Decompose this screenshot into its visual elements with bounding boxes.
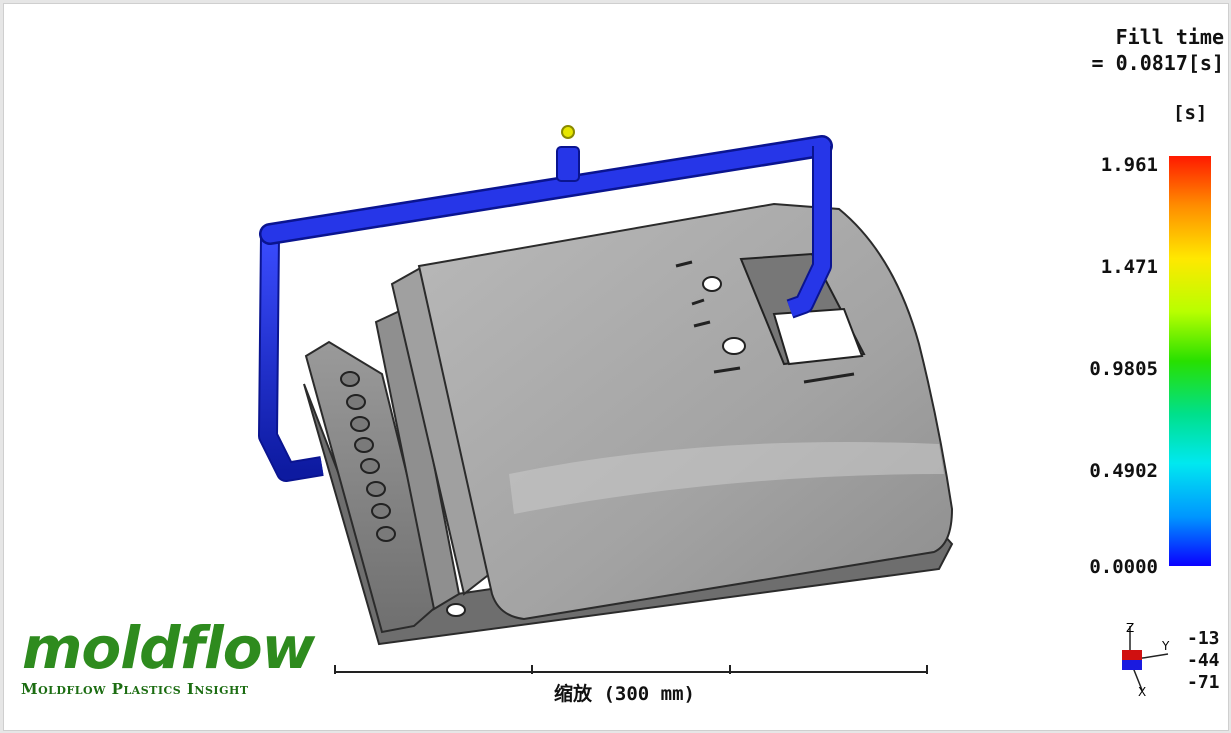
legend-tick-2: 1.471 <box>1100 256 1158 278</box>
triad-axis-z: Z <box>1126 621 1134 635</box>
legend-tick-3: 0.9805 <box>1089 358 1158 380</box>
part-housing <box>417 202 954 621</box>
part-rib-wall <box>374 307 461 611</box>
result-header: Fill time = 0.0817[s] <box>1092 24 1224 76</box>
product-name: Moldflow Plastics Insight <box>21 680 249 698</box>
triad-value-3: -71 <box>1187 672 1220 693</box>
result-value: = 0.0817[s] <box>1091 51 1224 75</box>
legend-tick-4: 0.4902 <box>1089 460 1158 482</box>
injection-point <box>561 125 575 139</box>
part-slots <box>675 260 855 384</box>
legend-tick-max: 1.961 <box>1100 154 1158 176</box>
color-legend-bar <box>1169 156 1211 566</box>
triad-value-2: -44 <box>1187 650 1220 671</box>
part-highlight <box>509 442 944 514</box>
result-title: Fill time <box>1115 25 1224 49</box>
legend-unit: [s] <box>1173 102 1208 124</box>
connector-pins <box>340 371 396 542</box>
orientation-triad-icon[interactable]: Z Y X <box>1116 620 1186 700</box>
model-viewport[interactable]: Fill time = 0.0817[s] [s] 1.961 1.471 0.… <box>3 3 1229 731</box>
triad-value-1: -13 <box>1187 628 1220 649</box>
moldflow-logo: moldflow <box>22 614 315 682</box>
part-holes <box>446 276 746 617</box>
molded-part-model[interactable] <box>4 4 1228 730</box>
legend-tick-min: 0.0000 <box>1089 556 1158 578</box>
scale-label: 缩放 (300 mm) <box>554 683 695 705</box>
runner-system <box>258 135 833 482</box>
triad-axis-y: Y <box>1161 639 1170 653</box>
scale-bar <box>334 665 928 674</box>
part-window-hole <box>772 307 864 366</box>
triad-axis-x: X <box>1138 685 1146 699</box>
